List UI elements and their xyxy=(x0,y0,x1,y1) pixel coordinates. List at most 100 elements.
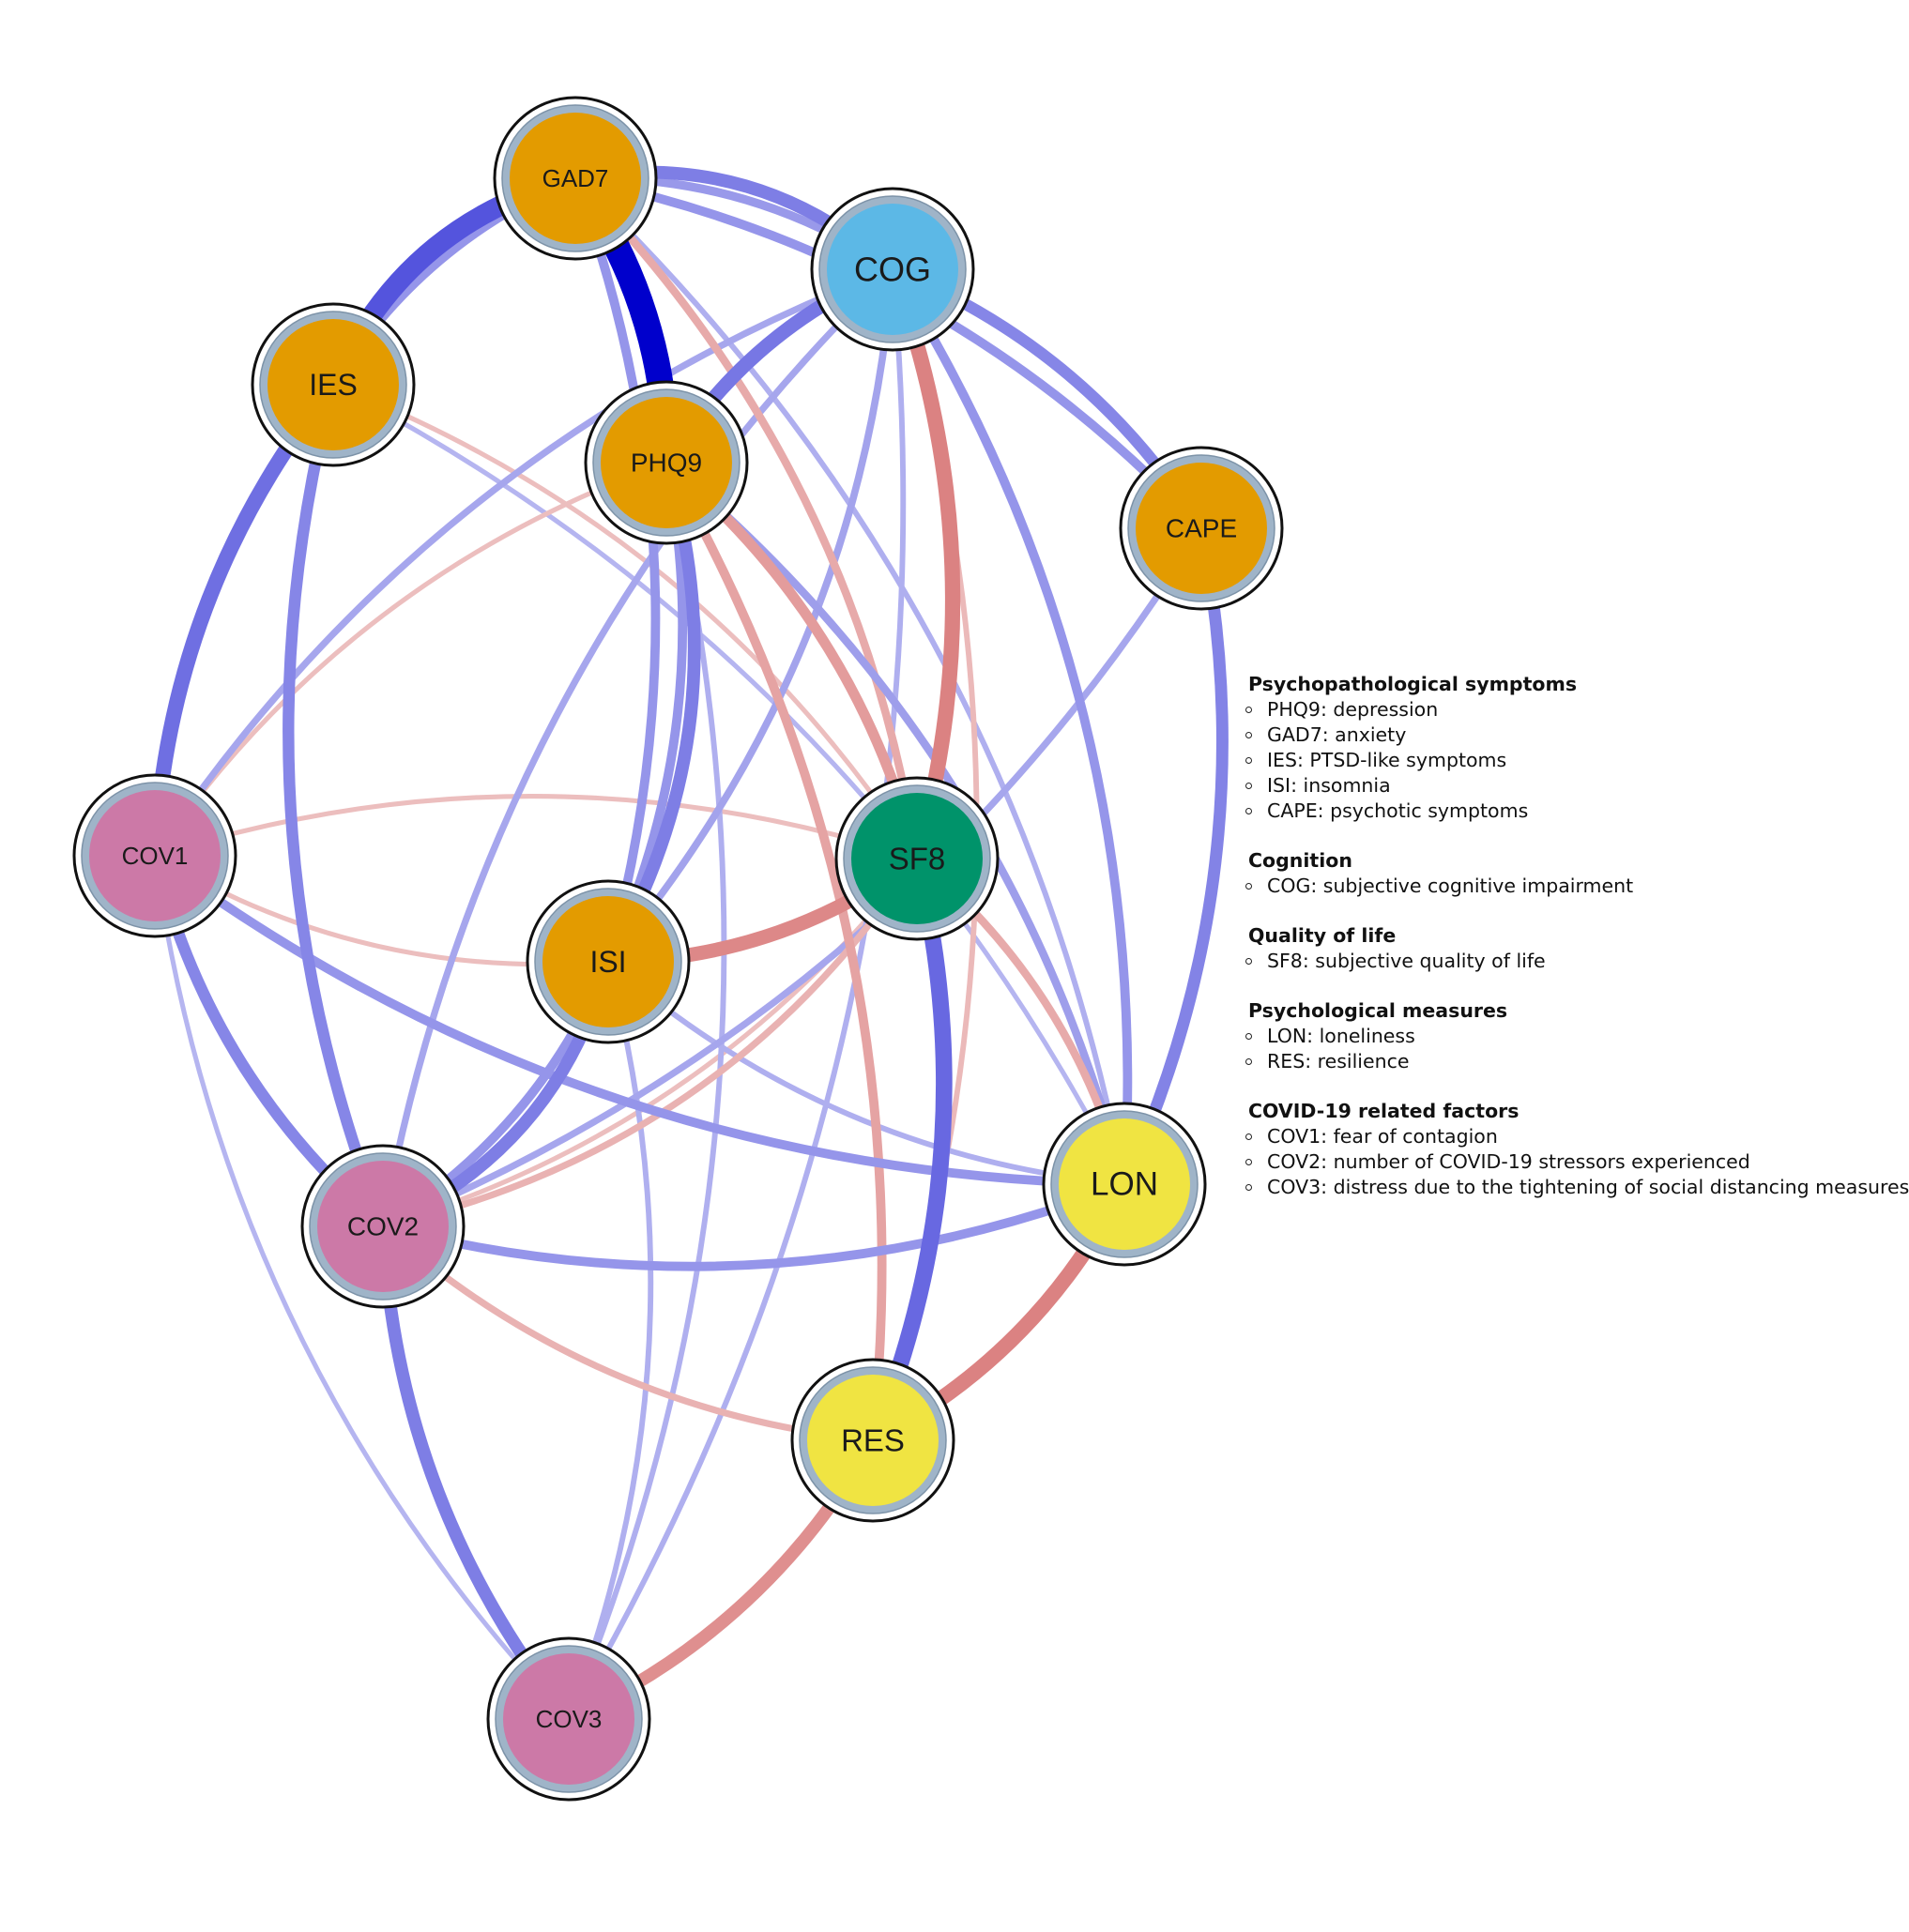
node-fill xyxy=(1136,463,1267,594)
edge-sf8-cov2 xyxy=(379,855,921,1230)
node-label: LON xyxy=(1091,1166,1158,1203)
legend-item-text: PHQ9: depression xyxy=(1267,698,1439,721)
node-gad7: GAD7 xyxy=(493,96,658,261)
node-label: GAD7 xyxy=(542,164,609,192)
node-phq9: PHQ9 xyxy=(584,380,749,545)
legend-group-title: Psychological measures xyxy=(1248,999,1508,1022)
legend-group-title: Quality of life xyxy=(1248,924,1397,947)
node-ies: IES xyxy=(251,302,416,467)
legend-item: COV3: distress due to the tightening of … xyxy=(1245,1175,1909,1200)
edge-cog-cov1 xyxy=(151,266,896,860)
legend-item: COV1: fear of contagion xyxy=(1245,1124,1877,1149)
node-label: COV3 xyxy=(536,1705,603,1733)
edge-gad7-isi xyxy=(571,174,661,966)
legend-item-text: COV3: distress due to the tightening of … xyxy=(1267,1176,1909,1198)
edge-cog-isi xyxy=(604,266,896,966)
bullet-icon xyxy=(1245,1058,1252,1065)
edge-cog-cov2 xyxy=(379,266,896,1230)
node-label: COV1 xyxy=(122,842,189,870)
legend-group-title: COVID-19 related factors xyxy=(1248,1100,1520,1122)
edge-isi-cov3 xyxy=(566,959,654,1722)
node-fill xyxy=(510,113,641,244)
legend-group-title: Psychopathological symptoms xyxy=(1248,673,1578,695)
node-fill xyxy=(89,790,221,921)
node-fill xyxy=(503,1653,634,1785)
node-label: RES xyxy=(841,1423,905,1458)
node-fill xyxy=(827,204,958,335)
legend-item: SF8: subjective quality of life xyxy=(1245,949,1877,974)
edge-cov1-lon xyxy=(150,851,1129,1189)
node-cov1: COV1 xyxy=(72,773,237,938)
legend-item-text: SF8: subjective quality of life xyxy=(1267,950,1546,972)
node-fill xyxy=(1059,1118,1190,1250)
node-fill xyxy=(807,1375,939,1506)
node-label: SF8 xyxy=(889,842,946,876)
edge-phq9-cov3 xyxy=(566,460,727,1722)
bullet-icon xyxy=(1245,707,1252,713)
edge-lon-cov2 xyxy=(378,1179,1129,1271)
node-label: PHQ9 xyxy=(631,449,702,478)
legend-item-text: COV2: number of COVID-19 stressors exper… xyxy=(1267,1150,1750,1173)
bullet-icon xyxy=(1245,1133,1252,1140)
legend-item: COV2: number of COVID-19 stressors exper… xyxy=(1245,1149,1877,1175)
legend-item: COG: subjective cognitive impairment xyxy=(1245,874,1877,899)
bullet-icon xyxy=(1245,783,1252,789)
bullet-icon xyxy=(1245,732,1252,738)
legend-item: PHQ9: depression xyxy=(1245,697,1877,723)
legend-item: RES: resilience xyxy=(1245,1049,1877,1074)
legend-item-text: LON: loneliness xyxy=(1267,1025,1415,1047)
edge-cog-lon xyxy=(888,265,1133,1189)
edge-phq9-res xyxy=(662,458,887,1445)
edge-gad7-lon xyxy=(573,175,1127,1187)
legend-item-text: CAPE: psychotic symptoms xyxy=(1267,799,1529,822)
bullet-icon xyxy=(1245,808,1252,814)
bullet-icon xyxy=(1245,958,1252,965)
edge-cog-cov3 xyxy=(566,266,907,1722)
edge-cov1-cov3 xyxy=(152,853,572,1722)
bullet-icon xyxy=(1245,883,1252,890)
node-label: COV2 xyxy=(347,1212,419,1241)
edge-cov2-sf8 xyxy=(380,856,920,1229)
node-cov2: COV2 xyxy=(300,1144,466,1309)
legend-item-text: ISI: insomnia xyxy=(1267,774,1391,797)
node-cape: CAPE xyxy=(1119,446,1284,611)
legend-item: GAD7: anxiety xyxy=(1245,723,1877,748)
node-label: ISI xyxy=(589,945,626,979)
node-lon: LON xyxy=(1042,1102,1207,1267)
node-fill xyxy=(542,896,674,1027)
node-sf8: SF8 xyxy=(834,776,1000,941)
node-res: RES xyxy=(790,1358,955,1523)
edge-cov1-sf8 xyxy=(152,794,920,861)
node-cog: COG xyxy=(810,187,975,352)
legend-item-text: COG: subjective cognitive impairment xyxy=(1267,875,1634,897)
node-label: IES xyxy=(309,368,358,402)
legend-item-text: GAD7: anxiety xyxy=(1267,723,1407,746)
bullet-icon xyxy=(1245,1033,1252,1040)
legend-item: ISI: insomnia xyxy=(1245,773,1877,799)
legend-item-text: RES: resilience xyxy=(1267,1050,1410,1072)
bullet-icon xyxy=(1245,1159,1252,1165)
edge-ies-lon xyxy=(330,382,1127,1187)
edge-sf8-res xyxy=(864,850,953,1449)
node-label: CAPE xyxy=(1166,514,1237,543)
node-label: COG xyxy=(854,251,931,289)
node-cov3: COV3 xyxy=(486,1636,651,1802)
node-fill xyxy=(267,319,399,450)
legend-item: CAPE: psychotic symptoms xyxy=(1245,799,1877,824)
legend-item: LON: loneliness xyxy=(1245,1024,1877,1049)
edge-gad7-sf8 xyxy=(571,174,922,863)
node-isi: ISI xyxy=(526,879,691,1044)
legend-group-title: Cognition xyxy=(1248,849,1352,872)
edge-ies-sf8 xyxy=(330,382,920,861)
node-fill xyxy=(851,793,983,924)
legend-item: IES: PTSD-like symptoms xyxy=(1245,748,1877,773)
edge-ies-cov2 xyxy=(283,378,389,1233)
bullet-icon xyxy=(1245,1184,1252,1191)
